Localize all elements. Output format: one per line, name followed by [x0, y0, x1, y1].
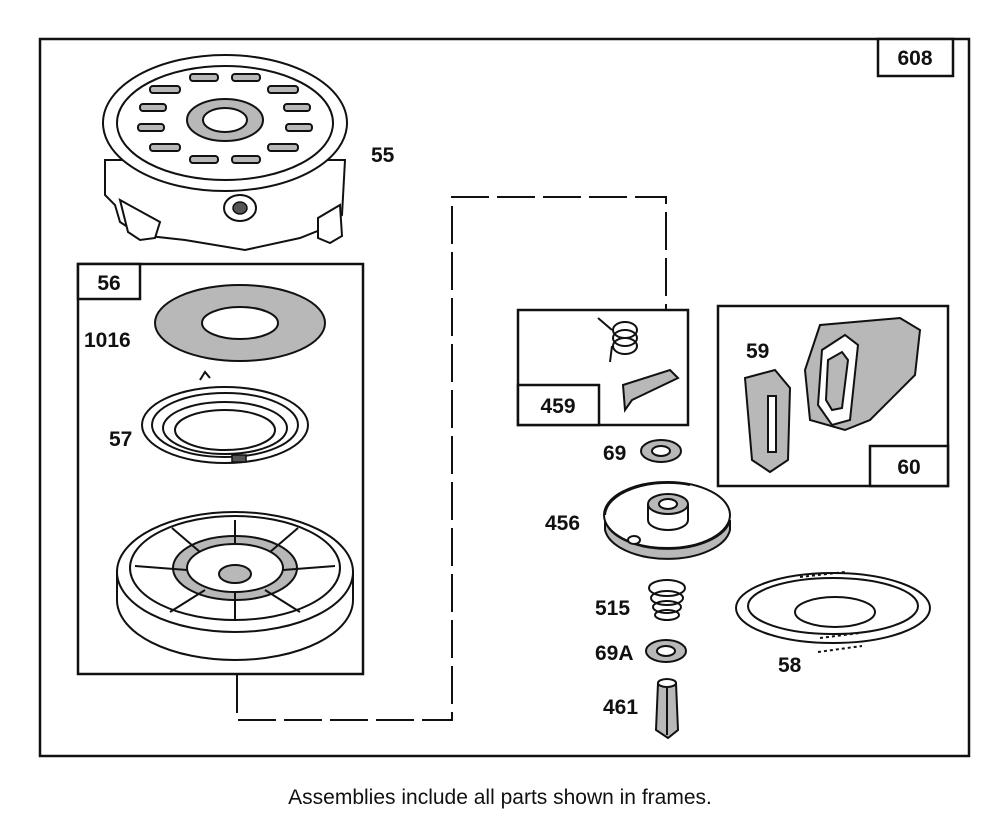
starter-rope-58-illustration	[735, 571, 931, 653]
handle-frame	[716, 304, 950, 488]
assembly-connector-line	[236, 196, 667, 721]
washer-1016-illustration	[154, 284, 326, 362]
starter-housing-illustration	[102, 54, 348, 252]
ratchet-456-illustration	[603, 481, 731, 560]
part-label-58: 58	[778, 654, 802, 677]
part-label-1016: 1016	[84, 329, 131, 352]
pawl-frame	[516, 308, 690, 427]
part-label-456: 456	[545, 512, 580, 535]
washer-69a-illustration	[645, 639, 687, 663]
pulley-frame-label-box	[76, 262, 142, 301]
washer-69-illustration	[640, 439, 682, 463]
pawl-spring-illustration	[597, 317, 638, 363]
main-frame-label: 608	[897, 47, 932, 70]
pulley-frame-label: 56	[97, 272, 120, 295]
handle-60-illustration	[803, 316, 922, 432]
handle-frame-label: 60	[897, 456, 920, 479]
part-label-69a: 69A	[595, 642, 634, 665]
part-label-69: 69	[603, 442, 626, 465]
diagram-caption: Assemblies include all parts shown in fr…	[288, 786, 712, 809]
part-label-461: 461	[603, 696, 638, 719]
recoil-spring-57-illustration	[141, 370, 309, 464]
starter-pulley-illustration	[116, 511, 354, 661]
handle-insert-59-illustration	[743, 368, 792, 474]
main-frame-label-box	[876, 37, 955, 78]
pawl-frame-label: 459	[540, 395, 575, 418]
part-label-55: 55	[371, 144, 395, 167]
pawl-frame-label-box	[516, 383, 601, 427]
handle-frame-label-box	[868, 444, 950, 488]
pin-461-illustration	[654, 678, 680, 740]
part-label-57: 57	[109, 428, 132, 451]
pawl-illustration	[621, 368, 680, 413]
part-label-59: 59	[746, 340, 769, 363]
pulley-frame	[76, 262, 365, 676]
main-frame	[38, 37, 971, 758]
part-label-515: 515	[595, 597, 630, 620]
spring-515-illustration	[648, 579, 686, 621]
